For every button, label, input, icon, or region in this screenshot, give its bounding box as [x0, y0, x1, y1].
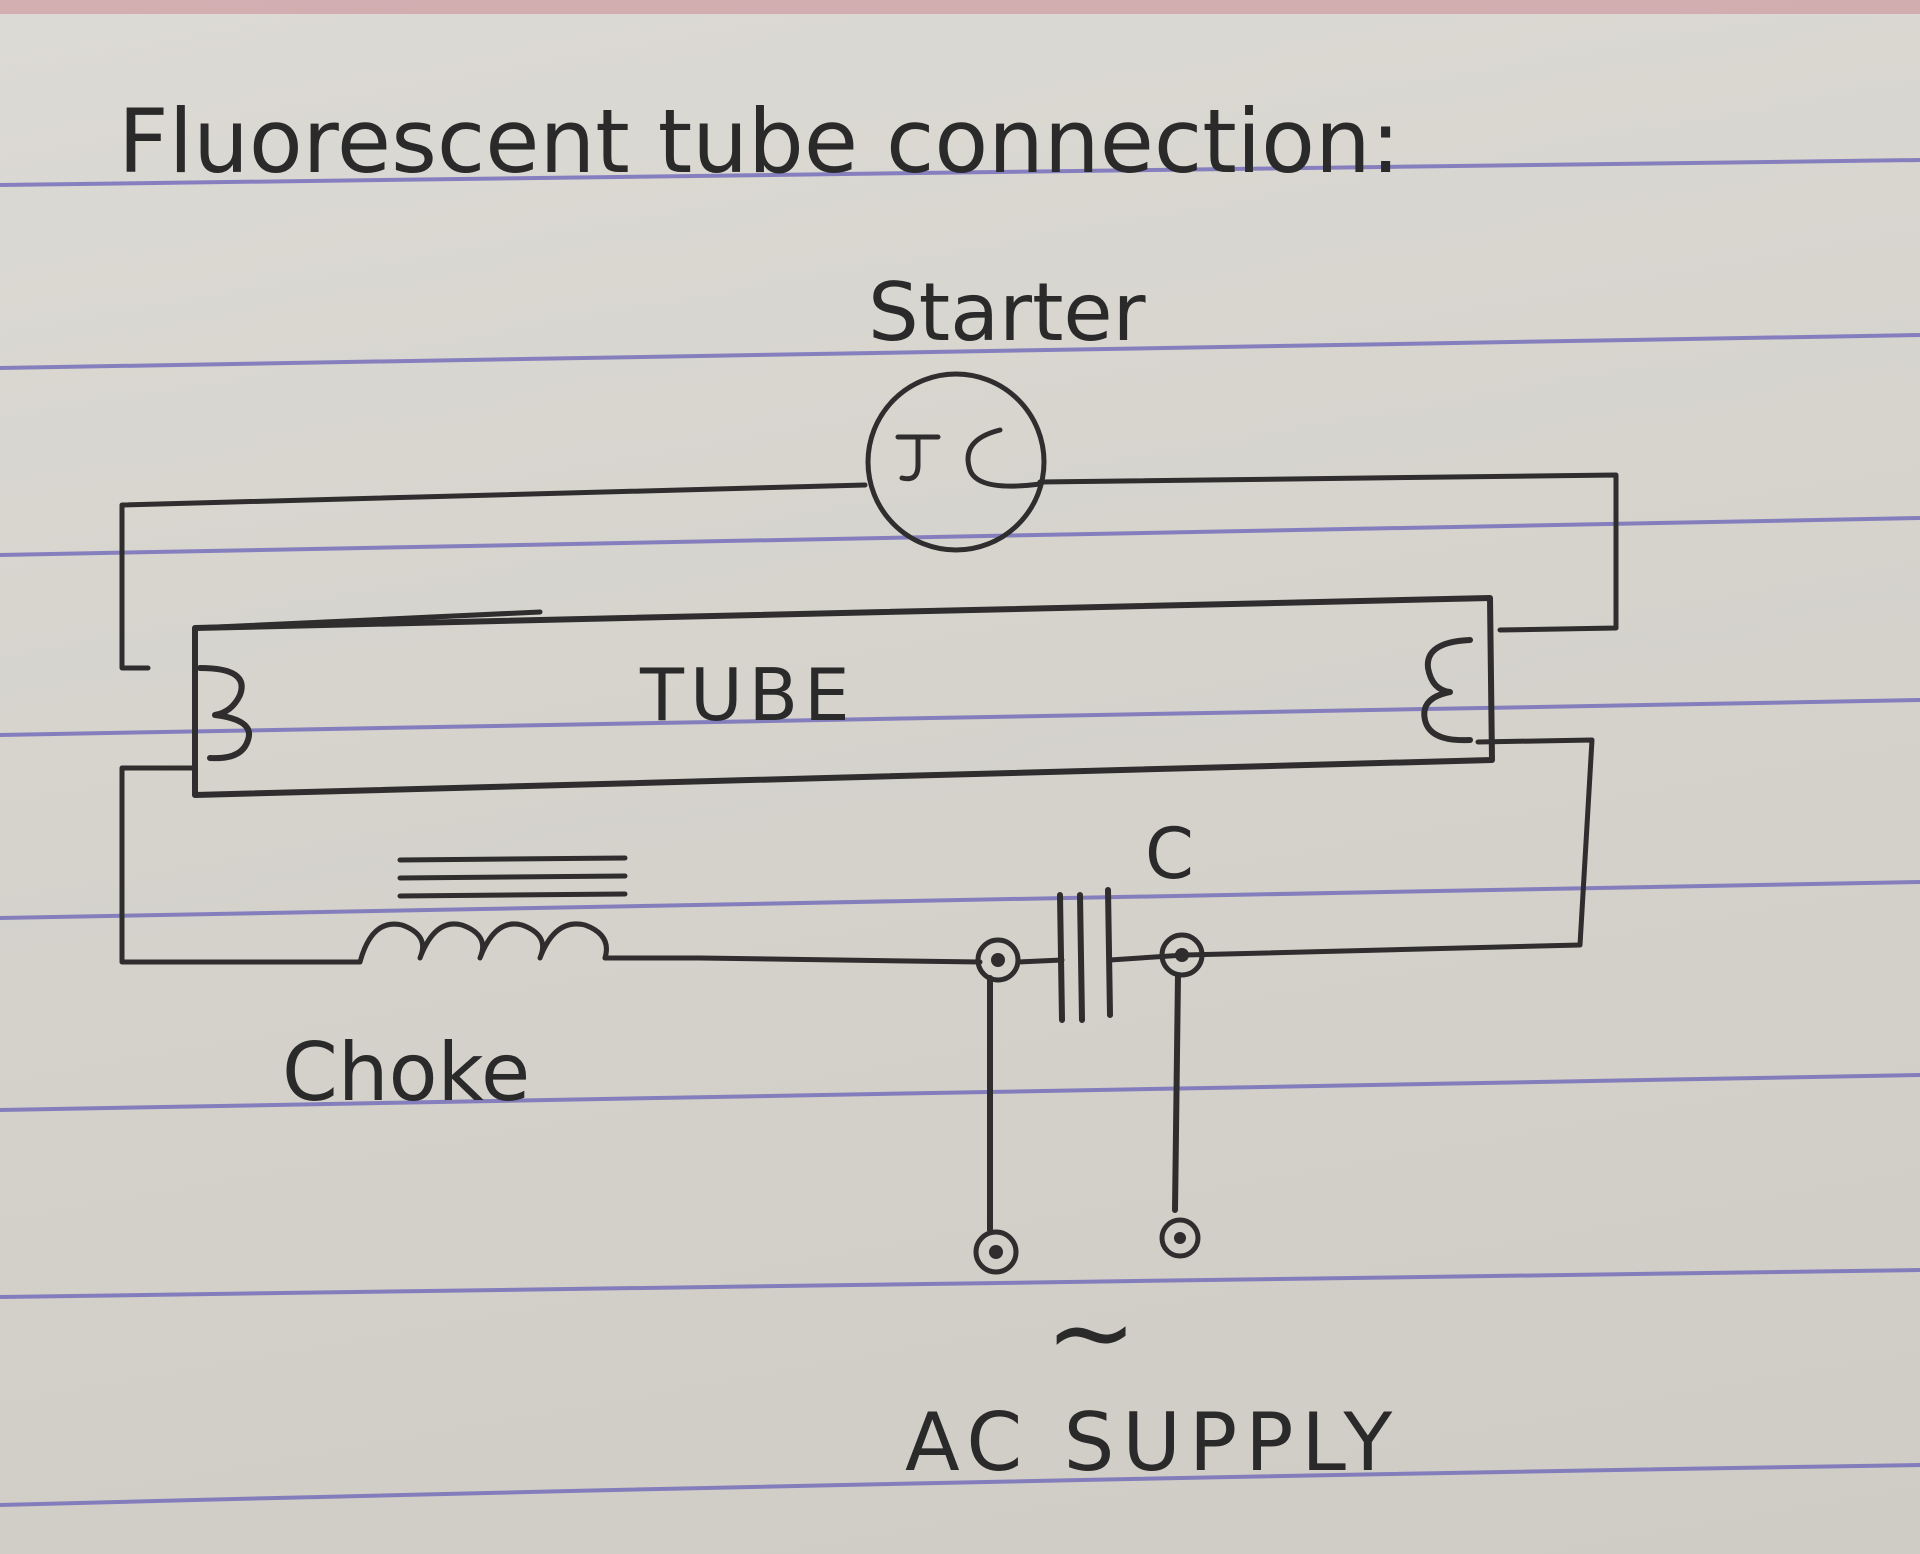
ruled-line: [0, 1463, 1920, 1507]
supply-terminal-left: [973, 1229, 1019, 1275]
ruled-lines: [0, 158, 1920, 1507]
ruled-line: [0, 333, 1920, 370]
starter-label: Starter: [868, 266, 1146, 359]
bottom-wire-left: [119, 765, 363, 965]
choke-symbol: [357, 855, 983, 965]
terminal-node-left-dot: [991, 953, 1005, 967]
ruled-line: [0, 698, 1920, 737]
ac-supply-label: AC SUPPLY: [905, 1396, 1400, 1489]
supply-terminals: [973, 932, 1205, 1275]
supply-terminal-right: [1159, 1217, 1201, 1259]
ruled-line: [0, 516, 1920, 557]
ruled-line: [0, 880, 1920, 920]
ruled-line: [0, 1268, 1920, 1299]
choke-coil: [357, 921, 609, 965]
capacitor-leads: [1015, 952, 1188, 965]
capacitor-plate-left: [1057, 892, 1085, 1023]
capacitor-label: C: [1145, 813, 1194, 895]
tube-body: [192, 595, 1495, 798]
starter-contact-right: [965, 427, 1043, 489]
diagram-title: Fluorescent tube connection:: [118, 90, 1400, 193]
tube-label: TUBE: [639, 653, 856, 737]
choke-wire: [602, 955, 983, 965]
tube-top-edge: [192, 609, 543, 631]
starter-contact-left: [895, 434, 941, 482]
terminal-node-right: [1159, 932, 1205, 978]
capacitor-symbol: [1015, 887, 1188, 1023]
ruled-line: [0, 1073, 1920, 1112]
supply-lead-right: [1172, 972, 1181, 1213]
capacitor-plate-right: [1105, 887, 1113, 1018]
starter-wire-right: [1037, 472, 1619, 633]
supply-terminal-left-dot: [989, 1245, 1003, 1259]
starter-symbol: [865, 371, 1047, 553]
ruled-line: [0, 158, 1920, 187]
ac-symbol: ~: [1045, 1268, 1137, 1396]
terminal-node-right-dot: [1175, 948, 1189, 962]
bottom-wire-right: [1182, 737, 1595, 958]
page-top-margin: [0, 0, 1920, 14]
starter-circle: [865, 371, 1047, 553]
choke-label: Choke: [282, 1026, 530, 1119]
left-filament: [197, 665, 252, 762]
starter-wire-left: [119, 482, 868, 671]
supply-terminal-right-dot: [1174, 1232, 1186, 1244]
right-filament: [1421, 637, 1473, 744]
choke-core: [397, 855, 628, 899]
terminal-node-left: [975, 937, 1021, 983]
